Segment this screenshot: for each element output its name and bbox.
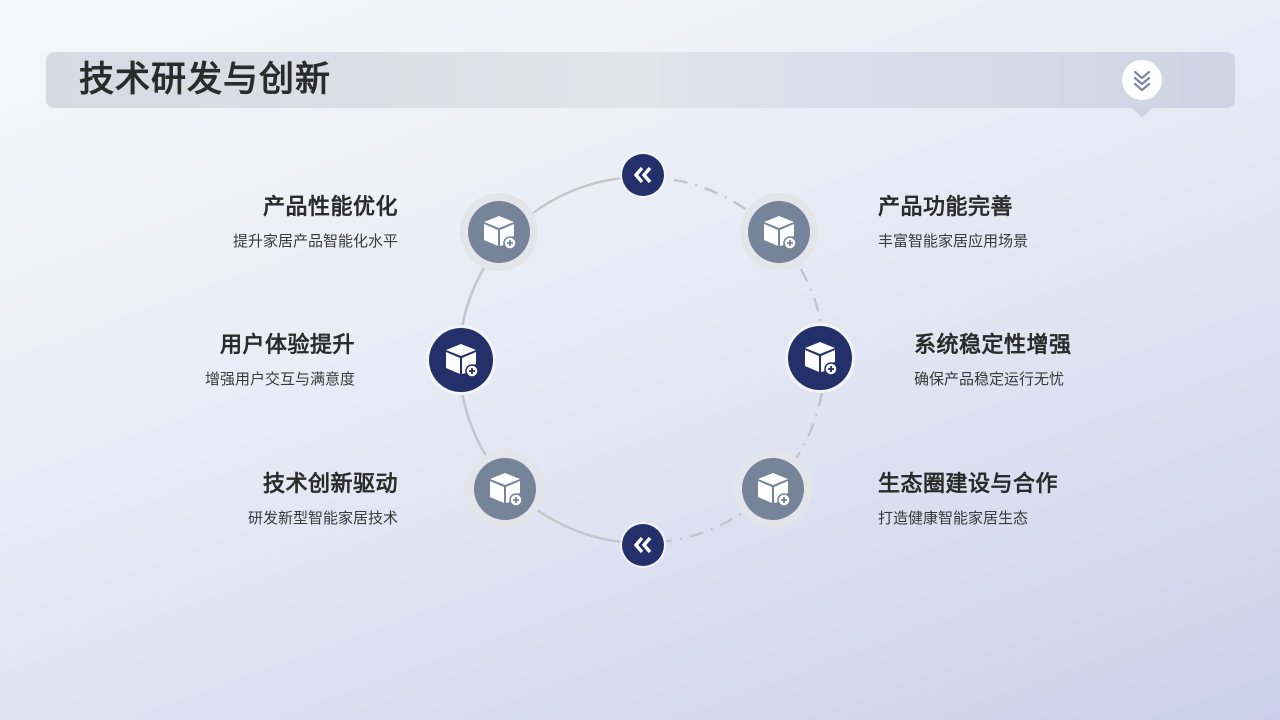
double-chevron-left-icon xyxy=(633,166,652,184)
item-system-stability: 系统稳定性增强 确保产品稳定运行无忧 xyxy=(914,332,1072,389)
item-title: 用户体验提升 xyxy=(219,333,355,358)
cycle-connector-bottom xyxy=(620,522,666,568)
node-feature-improvement xyxy=(740,193,818,271)
item-tech-innovation: 技术创新驱动 研发新型智能家居技术 xyxy=(248,471,398,528)
cycle-connector-top xyxy=(620,152,666,198)
box-add-icon xyxy=(764,216,797,250)
header-notch xyxy=(1132,108,1152,118)
item-ecosystem: 生态圈建设与合作 打造健康智能家居生态 xyxy=(878,471,1058,528)
box-add-icon xyxy=(490,473,523,507)
item-desc: 丰富智能家居应用场景 xyxy=(878,232,1029,250)
item-title: 技术创新驱动 xyxy=(262,472,398,497)
item-desc: 研发新型智能家居技术 xyxy=(247,509,398,527)
box-add-icon xyxy=(758,473,791,507)
box-add-icon xyxy=(805,342,838,376)
item-title: 产品性能优化 xyxy=(262,195,398,220)
item-feature-improvement: 产品功能完善 丰富智能家居应用场景 xyxy=(878,194,1028,251)
item-title: 产品功能完善 xyxy=(878,195,1014,220)
item-desc: 确保产品稳定运行无忧 xyxy=(914,370,1065,388)
item-title: 生态圈建设与合作 xyxy=(878,472,1059,497)
double-chevron-down-icon xyxy=(1133,70,1151,91)
box-add-icon xyxy=(446,344,479,378)
node-system-stability xyxy=(785,323,855,393)
item-desc: 增强用户交互与满意度 xyxy=(204,370,355,388)
item-desc: 打造健康智能家居生态 xyxy=(878,509,1029,527)
item-user-experience: 用户体验提升 增强用户交互与满意度 xyxy=(205,332,355,389)
node-product-performance xyxy=(460,193,538,271)
box-add-icon xyxy=(484,216,517,250)
node-user-experience xyxy=(426,325,496,395)
item-title: 系统稳定性增强 xyxy=(914,333,1072,358)
header-badge[interactable] xyxy=(1122,60,1162,100)
item-desc: 提升家居产品智能化水平 xyxy=(232,232,398,250)
item-product-performance: 产品性能优化 提升家居产品智能化水平 xyxy=(233,194,398,251)
node-ecosystem xyxy=(734,450,812,528)
double-chevron-left-icon xyxy=(633,536,652,554)
node-tech-innovation xyxy=(466,450,544,528)
header-bar: 技术研发与创新 xyxy=(46,52,1235,118)
page-title: 技术研发与创新 xyxy=(79,60,332,100)
